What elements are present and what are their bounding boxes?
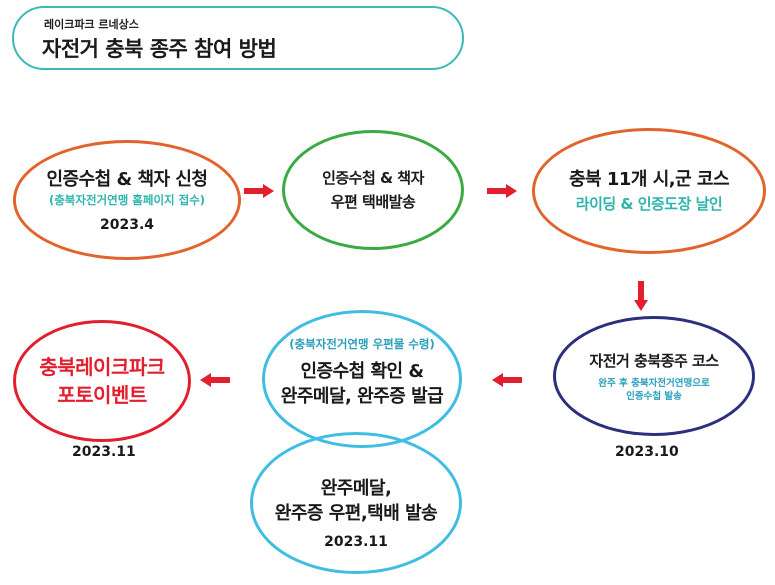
arrow-down-icon [634, 281, 648, 311]
step-apply-title: 인증수첩 & 책자 신청 [46, 169, 208, 190]
step-course-note2: 인증수첩 발송 [626, 391, 682, 402]
step-confirm-line1: 인증수첩 확인 & [300, 360, 424, 382]
step-deliver-line2: 완주증 우편,택배 발송 [274, 503, 438, 524]
step-ship-line2: 우편 택배발송 [330, 193, 416, 211]
step-confirm: (충북자전거연맹 우편물 수령) 인증수첩 확인 & 완주메달, 완주증 발급 [262, 310, 462, 448]
step-ship: 인증수첩 & 책자 우편 택배발송 [282, 130, 464, 250]
header-subtitle: 레이크파크 르네상스 [44, 18, 139, 31]
step-event-line2: 포토이벤트 [57, 383, 147, 407]
step-event: 충북레이크파크 포토이벤트 [13, 320, 191, 442]
step-course-date: 2023.10 [615, 444, 679, 460]
step-apply-note: (충북자전거연맹 홈페이지 접수) [48, 193, 206, 207]
step-confirm-note: (충북자전거연맹 우편물 수령) [289, 336, 435, 351]
step-course: 자전거 충북종주 코스 완주 후 충북자전거연맹으로 인증수첩 발송 [553, 316, 755, 436]
arrow-right-icon [244, 184, 274, 198]
step-event-date: 2023.11 [72, 444, 136, 460]
step-apply: 인증수첩 & 책자 신청 (충북자전거연맹 홈페이지 접수) 2023.4 [13, 140, 241, 260]
page-title: 자전거 충북 종주 참여 방법 [42, 37, 277, 61]
step-course-title: 자전거 충북종주 코스 [589, 352, 719, 370]
step-ride: 충북 11개 시,군 코스 라이딩 & 인증도장 날인 [532, 128, 766, 254]
step-deliver-line1: 완주메달, [320, 478, 392, 499]
arrow-right-icon [487, 184, 517, 198]
arrow-left-icon [492, 373, 522, 387]
step-deliver-date: 2023.11 [324, 534, 388, 550]
step-confirm-line2: 완주메달, 완주증 발급 [280, 385, 444, 407]
step-ride-note: 라이딩 & 인증도장 날인 [575, 194, 723, 213]
title-box: 레이크파크 르네상스 자전거 충북 종주 참여 방법 [12, 6, 464, 70]
step-course-note1: 완주 후 충북자전거연맹으로 [598, 378, 710, 389]
step-deliver: 완주메달, 완주증 우편,택배 발송 2023.11 [250, 432, 462, 574]
arrow-left-icon [200, 373, 230, 387]
step-ride-title: 충북 11개 시,군 코스 [568, 168, 730, 190]
step-event-line1: 충북레이크파크 [39, 355, 165, 379]
step-ship-line1: 인증수첩 & 책자 [322, 169, 424, 187]
step-apply-date: 2023.4 [99, 217, 155, 233]
